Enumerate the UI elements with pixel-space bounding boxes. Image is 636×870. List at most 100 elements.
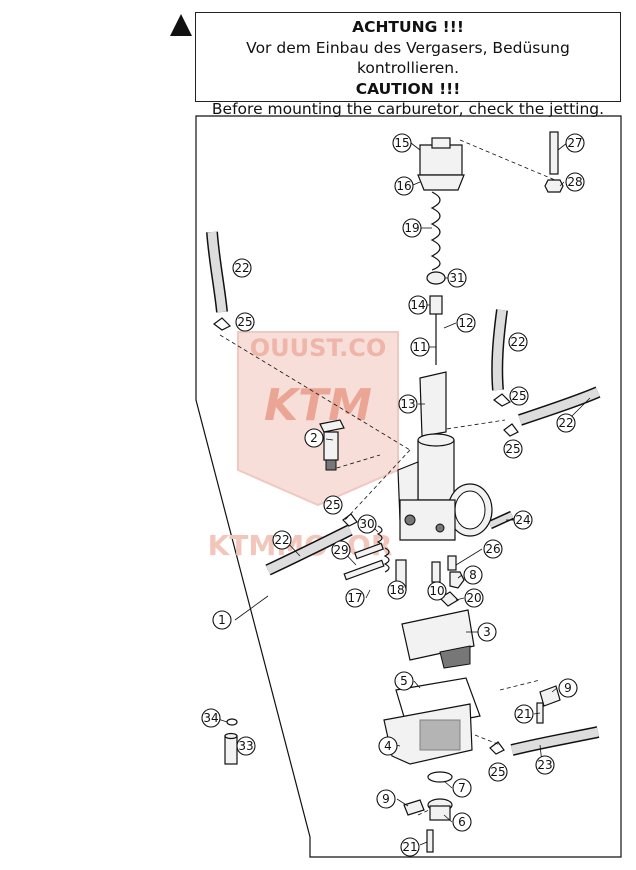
- svg-text:18: 18: [389, 583, 404, 597]
- watermark-site-top: OUUST.CO: [250, 334, 387, 362]
- caution-heading-de: ACHTUNG !!!: [352, 18, 464, 36]
- throttle-spring: [430, 191, 441, 271]
- svg-text:14: 14: [410, 298, 425, 312]
- loose-parts: [224, 718, 238, 765]
- svg-text:27: 27: [567, 136, 582, 150]
- warning-triangle-icon: [170, 14, 192, 36]
- callout-22-left-lower: 22: [272, 530, 292, 550]
- svg-text:2: 2: [310, 431, 318, 445]
- callout-25-right-middle: 25: [503, 439, 523, 459]
- callout-6: 6: [452, 812, 472, 832]
- throttle-slide: [419, 371, 447, 437]
- svg-text:22: 22: [510, 335, 525, 349]
- svg-text:13: 13: [400, 397, 415, 411]
- callout-31: 31: [447, 268, 467, 288]
- callout-27: 27: [565, 133, 585, 153]
- callout-16: 16: [394, 176, 414, 196]
- float-assembly: [401, 609, 475, 669]
- vent-hoses: [206, 231, 601, 756]
- float-bowl-assembly: [383, 677, 561, 853]
- callout-25-center: 25: [323, 495, 343, 515]
- svg-text:9: 9: [382, 792, 390, 806]
- watermark-logo: KTM: [264, 380, 372, 431]
- idle-air-screw: [343, 559, 385, 581]
- callout-19: 19: [402, 218, 422, 238]
- svg-text:5: 5: [400, 674, 408, 688]
- callout-9-lower: 9: [376, 789, 396, 809]
- callout-5: 5: [394, 671, 414, 691]
- idle-mixture-screw: [354, 542, 384, 560]
- sleeve: [224, 735, 238, 765]
- callout-23: 23: [535, 755, 555, 775]
- svg-text:25: 25: [237, 315, 252, 329]
- svg-text:33: 33: [238, 739, 253, 753]
- callout-25-right-upper: 25: [509, 386, 529, 406]
- callout-22-top-left: 22: [232, 258, 252, 278]
- svg-text:25: 25: [505, 442, 520, 456]
- svg-text:22: 22: [558, 416, 573, 430]
- caution-text-en: Before mounting the carburetor, check th…: [211, 100, 605, 118]
- small-o-ring: [226, 718, 238, 726]
- mixing-chamber-cap: [419, 144, 463, 176]
- needle-holder: [429, 295, 443, 315]
- callout-21-lower: 21: [400, 837, 420, 857]
- svg-text:21: 21: [516, 707, 531, 721]
- callout-1: 1: [212, 610, 232, 630]
- svg-text:22: 22: [234, 261, 249, 275]
- svg-text:25: 25: [490, 765, 505, 779]
- callout-22-right-horizontal: 22: [556, 413, 576, 433]
- caution-box: ACHTUNG !!! Vor dem Einbau des Vergasers…: [195, 12, 621, 118]
- svg-text:22: 22: [274, 533, 289, 547]
- svg-text:4: 4: [384, 739, 392, 753]
- svg-text:20: 20: [466, 591, 481, 605]
- svg-text:26: 26: [485, 542, 500, 556]
- svg-text:34: 34: [203, 711, 218, 725]
- callout-8: 8: [463, 565, 483, 585]
- callout-9-upper: 9: [558, 678, 578, 698]
- svg-text:8: 8: [469, 568, 477, 582]
- caution-heading-en: CAUTION !!!: [355, 79, 461, 98]
- carburetor-body: [397, 433, 493, 541]
- svg-text:11: 11: [412, 340, 427, 354]
- callout-33: 33: [236, 736, 256, 756]
- callout-4: 4: [378, 736, 398, 756]
- callout-12: 12: [456, 313, 476, 333]
- callout-34: 34: [201, 708, 221, 728]
- svg-text:29: 29: [333, 543, 348, 557]
- callout-2: 2: [304, 428, 324, 448]
- nut: [544, 179, 564, 193]
- callout-21-upper: 21: [514, 704, 534, 724]
- callout-30: 30: [357, 514, 377, 534]
- float: [401, 609, 475, 661]
- svg-text:25: 25: [511, 389, 526, 403]
- svg-text:23: 23: [537, 758, 552, 772]
- svg-text:10: 10: [429, 584, 444, 598]
- callout-10: 10: [427, 581, 447, 601]
- callout-22-right-vertical: 22: [508, 332, 528, 352]
- callout-7: 7: [452, 778, 472, 798]
- callout-13: 13: [398, 394, 418, 414]
- svg-text:3: 3: [483, 625, 491, 639]
- callout-28: 28: [565, 172, 585, 192]
- svg-text:24: 24: [515, 513, 530, 527]
- svg-text:28: 28: [567, 175, 582, 189]
- svg-text:30: 30: [359, 517, 374, 531]
- svg-text:6: 6: [458, 815, 466, 829]
- svg-text:15: 15: [394, 136, 409, 150]
- callout-25-bottom: 25: [488, 762, 508, 782]
- callout-26: 26: [483, 539, 503, 559]
- svg-text:16: 16: [396, 179, 411, 193]
- callout-3: 3: [477, 622, 497, 642]
- main-jet: [431, 561, 441, 583]
- throttle-slide-assembly: [417, 131, 564, 437]
- svg-text:7: 7: [458, 781, 466, 795]
- callout-25-left: 25: [235, 312, 255, 332]
- svg-text:9: 9: [564, 681, 572, 695]
- callout-20: 20: [464, 588, 484, 608]
- callout-29: 29: [331, 540, 351, 560]
- svg-text:21: 21: [402, 840, 417, 854]
- callout-14: 14: [408, 295, 428, 315]
- screw-lower: [426, 829, 434, 853]
- o-ring: [427, 771, 453, 783]
